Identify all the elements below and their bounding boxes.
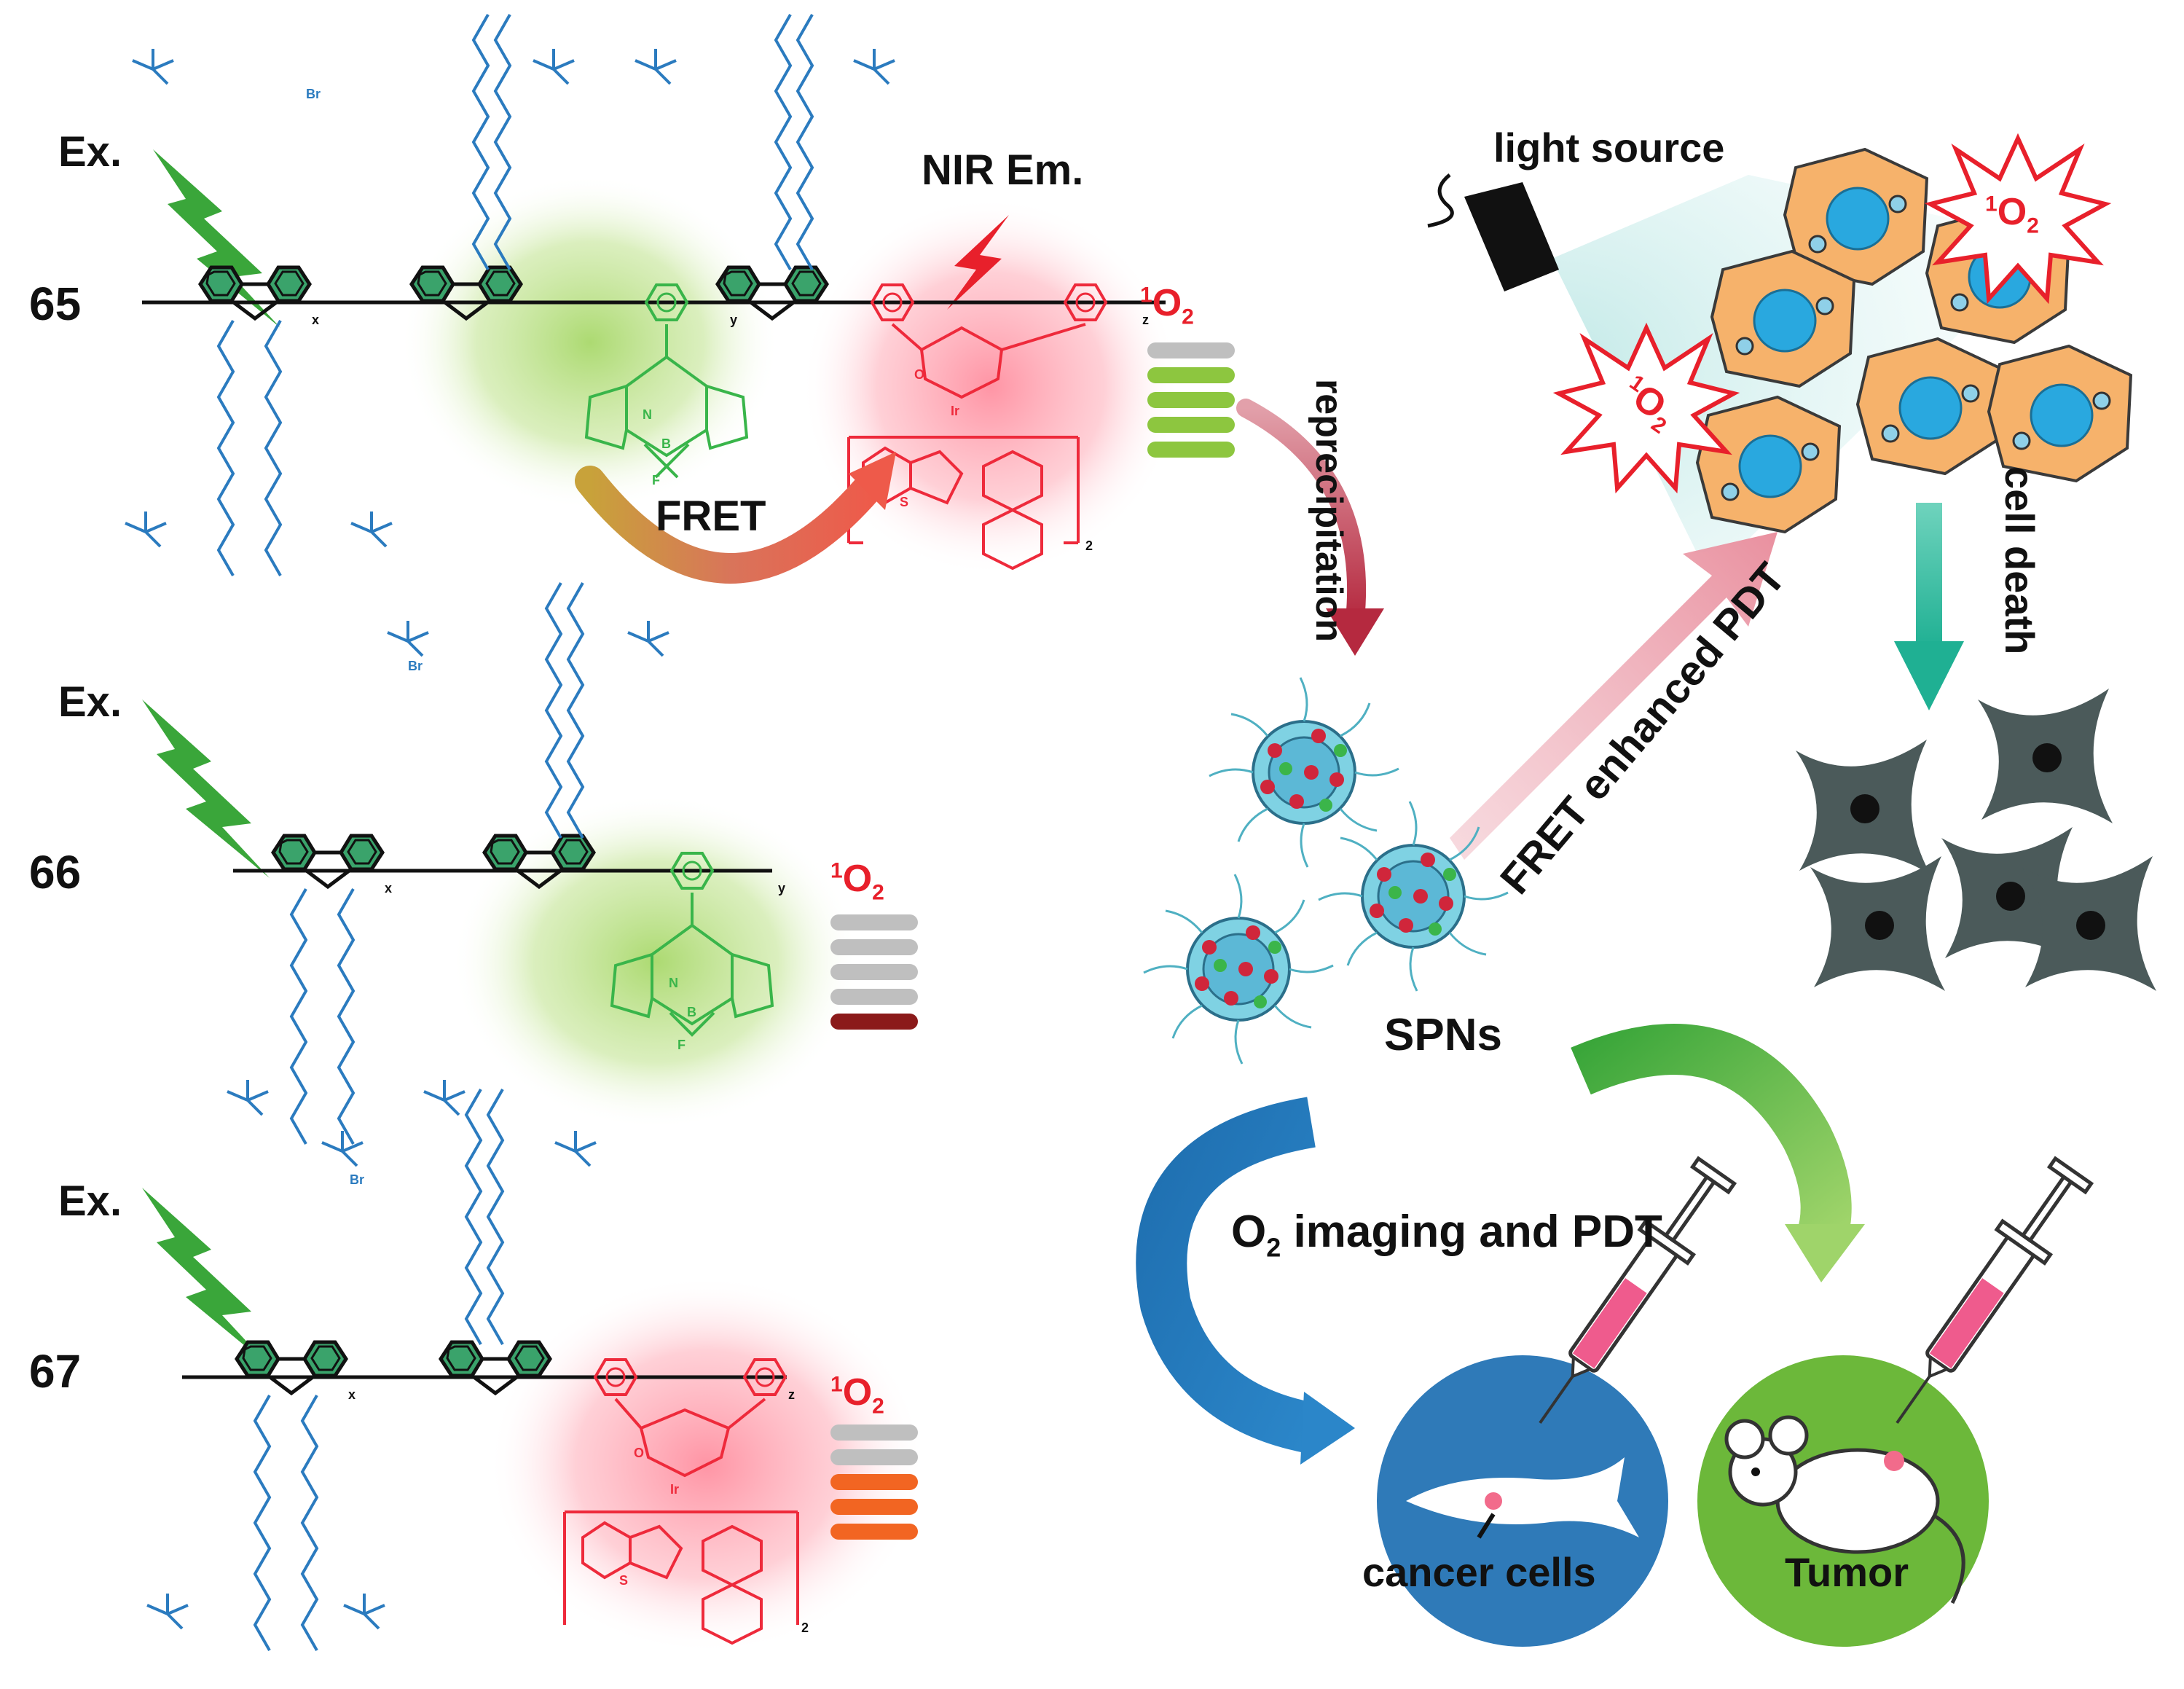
excitation-label-66: Ex. — [58, 678, 122, 726]
zebrafish-icon — [1406, 1457, 1639, 1539]
compound-number-65: 65 — [29, 278, 82, 330]
compound-67 — [142, 1088, 925, 1654]
tumor-label: Tumor — [1785, 1549, 1909, 1595]
singlet-oxygen-bar — [1147, 367, 1235, 383]
atom-b-65: B — [661, 436, 671, 451]
compound-66 — [142, 581, 918, 1145]
green-glow-65 — [401, 175, 779, 510]
singlet-oxygen-bar — [830, 939, 918, 955]
atom-f-65: F — [652, 473, 660, 487]
imaging-blue-arrow — [1136, 1097, 1316, 1454]
fret-pdt-arrow — [1450, 532, 1778, 860]
atom-ir-65: Ir — [951, 404, 960, 418]
atom-n-65: N — [643, 407, 652, 422]
singlet-oxygen-bar — [1147, 392, 1235, 408]
atom-br-65: Br — [306, 87, 321, 101]
subscript-2-65: 2 — [1085, 538, 1093, 553]
so-bars-67 — [830, 1425, 918, 1540]
atom-n-66: N — [669, 976, 678, 990]
mouse-icon — [1724, 1415, 1965, 1604]
o2-imaging-label: O2 imaging and PDT — [1231, 1207, 1662, 1263]
so-bars-65 — [1147, 342, 1235, 458]
singlet-oxygen-bar — [830, 964, 918, 980]
singlet-oxygen-bar — [830, 1524, 918, 1540]
fret-enhanced-pdt-label: FRET enhanced PDT — [1490, 554, 1795, 904]
fret-arrow — [575, 466, 889, 584]
singlet-oxygen-bar — [830, 1474, 918, 1490]
compound-number-67: 67 — [29, 1345, 82, 1398]
subscript-z-67: z — [788, 1387, 795, 1402]
atom-ir-67: Ir — [670, 1482, 680, 1497]
atom-br-66: Br — [408, 659, 423, 673]
singlet-oxygen-bar — [830, 1014, 918, 1030]
singlet-oxygen-bar — [830, 1499, 918, 1515]
singlet-oxygen-bar — [1147, 417, 1235, 433]
singlet-oxygen-bar — [830, 914, 918, 930]
singlet-oxygen-bar — [1147, 442, 1235, 458]
light-source-label: light source — [1493, 125, 1725, 171]
excitation-label-67: Ex. — [58, 1177, 122, 1225]
atom-br-67: Br — [350, 1172, 365, 1187]
atom-o-65: O — [914, 367, 925, 382]
lamp-icon — [1427, 173, 1559, 291]
subscript-x-65: x — [312, 313, 320, 327]
singlet-oxygen-bar — [830, 989, 918, 1005]
excitation-label-65: Ex. — [58, 128, 122, 176]
red-glow-65 — [801, 197, 1180, 576]
reprecipitation-label: reprecipitation — [1308, 379, 1350, 643]
subscript-y-66: y — [778, 881, 786, 896]
so-bars-66 — [830, 914, 918, 1030]
reprecipitation-arrow — [1236, 399, 1367, 629]
singlet-oxygen-label-66: 1O2 — [830, 858, 884, 905]
compound-number-66: 66 — [29, 846, 82, 898]
singlet-oxygen-bar — [830, 1425, 918, 1441]
subscript-2-67: 2 — [801, 1621, 809, 1635]
subscript-x-67: x — [348, 1387, 356, 1402]
bodipy-core-66 — [610, 893, 774, 1037]
singlet-oxygen-burst-left-label: 1O2 — [1625, 370, 1674, 439]
fret-label: FRET — [656, 493, 766, 540]
atom-s-65: S — [900, 495, 909, 509]
nir-emission-label: NIR Em. — [922, 146, 1084, 194]
compound-65 — [124, 13, 1235, 584]
singlet-oxygen-burst-top-label: 1O2 — [1985, 191, 2039, 238]
iridium-complex-67 — [563, 1398, 799, 1645]
atom-b-66: B — [687, 1005, 696, 1019]
spns-label: SPNs — [1384, 1010, 1502, 1060]
singlet-oxygen-label-65: 1O2 — [1140, 282, 1194, 329]
cell-death-label: cell death — [1997, 466, 2043, 655]
subscript-y-65: y — [730, 313, 738, 327]
pdt-green-arrow — [1571, 1024, 1852, 1247]
atom-f-66: F — [677, 1038, 686, 1052]
singlet-oxygen-bar — [1147, 342, 1235, 358]
cell-death-arrow — [1894, 641, 1964, 710]
atom-o-67: O — [634, 1446, 645, 1460]
subscript-x-66: x — [385, 881, 393, 896]
atom-s-67: S — [619, 1573, 629, 1588]
cancer-cells-label: cancer cells — [1362, 1549, 1596, 1595]
singlet-oxygen-label-67: 1O2 — [830, 1371, 884, 1419]
bodipy-core-65 — [584, 324, 749, 479]
nir-lightning-icon — [947, 215, 1009, 310]
subscript-z-65: z — [1142, 313, 1149, 327]
singlet-oxygen-bar — [830, 1449, 918, 1465]
